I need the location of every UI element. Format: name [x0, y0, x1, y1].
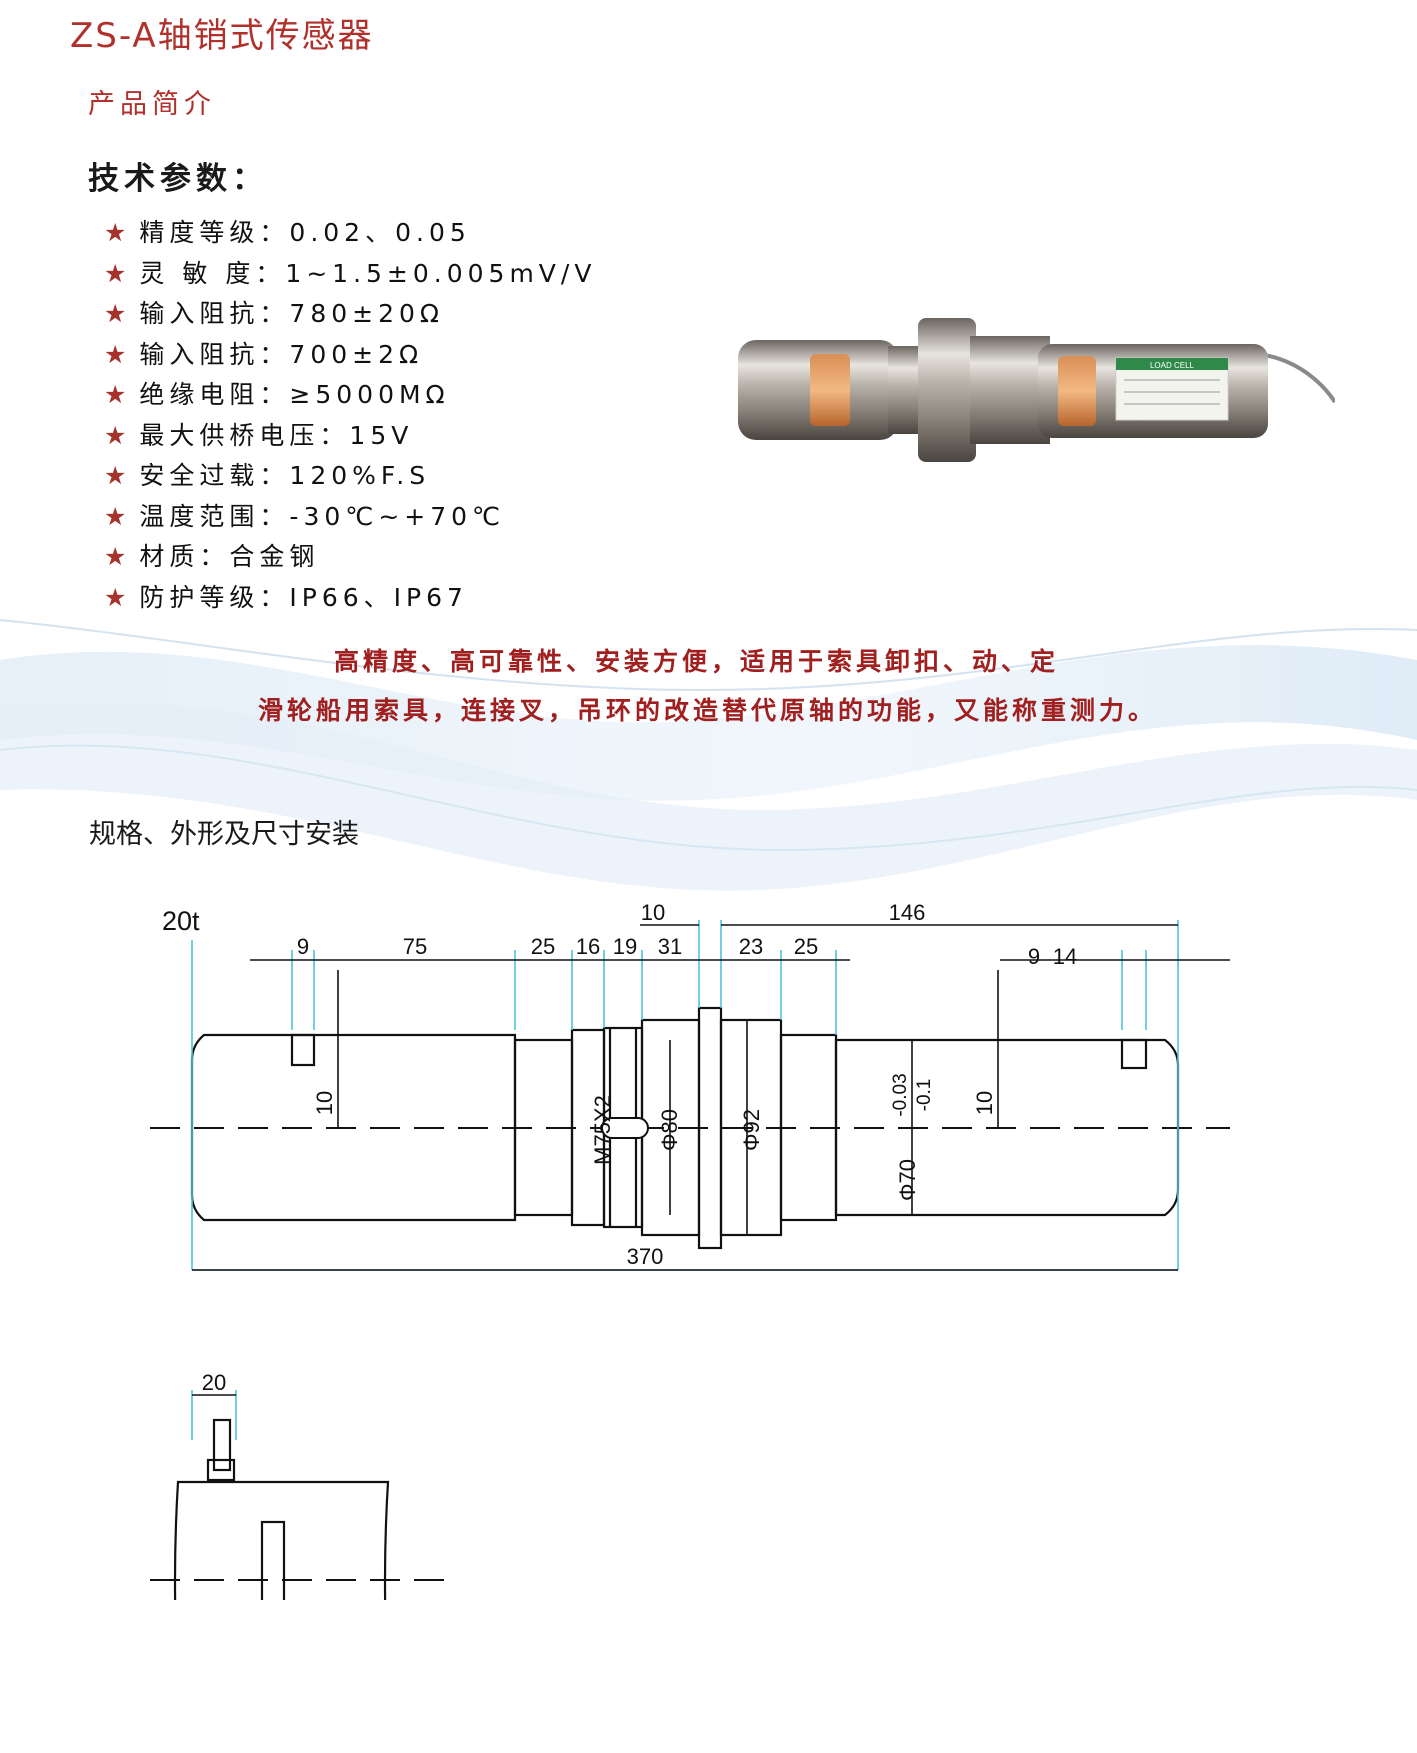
spec-text: 最大供桥电压：15V — [139, 421, 414, 450]
dim-label: 9 — [297, 934, 309, 959]
star-icon: ★ — [104, 380, 132, 409]
dim-thread: M75X2 — [590, 1095, 615, 1165]
spec-text: 温度范围：-30℃~+70℃ — [139, 502, 506, 531]
spec-text: 安全过载：120%F.S — [139, 461, 431, 490]
spec-text: 材质：合金钢 — [139, 542, 320, 571]
spec-text: 输入阻抗：700±2Ω — [139, 340, 424, 369]
star-icon: ★ — [104, 259, 132, 288]
spec-item: ★灵 敏 度：1~1.5±0.005mV/V — [104, 254, 596, 290]
spec-item: ★材质：合金钢 — [104, 537, 319, 573]
dim-cable-offset: 20 — [202, 1370, 226, 1395]
star-icon: ★ — [104, 218, 132, 247]
dim-diameter-80: Φ80 — [657, 1109, 682, 1151]
dimension-drawing: 9 75 25 16 19 31 23 25 9 14 10 146 370 2… — [150, 900, 1230, 1600]
wave-background — [0, 619, 1417, 891]
star-icon: ★ — [104, 583, 132, 612]
dim-label: 9 — [1028, 944, 1040, 969]
spec-item: ★输入阻抗：780±20Ω — [104, 294, 444, 330]
dim-label: 10 — [972, 1091, 997, 1115]
spec-item: ★绝缘电阻：≥5000MΩ — [104, 375, 450, 411]
slogan-line-2: 滑轮船用索具，连接叉，吊环的改造替代原轴的功能，又能称重测力。 — [258, 696, 1158, 725]
dim-tolerance-lower: -0.1 — [914, 1079, 935, 1112]
star-icon: ★ — [104, 340, 132, 369]
spec-text: 绝缘电阻：≥5000MΩ — [139, 380, 450, 409]
dim-label: 10 — [312, 1091, 337, 1115]
page-title: ZS-A轴销式传感器 — [70, 16, 374, 56]
dim-label: 19 — [613, 934, 637, 959]
spec-item: ★安全过载：120%F.S — [104, 456, 430, 492]
slogan-line-1: 高精度、高可靠性、安装方便，适用于索具卸扣、动、定 — [334, 647, 1060, 676]
spec-item: ★最大供桥电压：15V — [104, 416, 413, 452]
dim-label: 23 — [739, 934, 763, 959]
dim-total-length: 370 — [627, 1244, 664, 1269]
dim-diameter-70: Φ70 — [895, 1159, 920, 1201]
dim-label: 14 — [1053, 944, 1077, 969]
star-icon: ★ — [104, 542, 132, 571]
dim-label: 31 — [658, 934, 682, 959]
dim-label: 25 — [531, 934, 555, 959]
photo-label: LOAD CELL — [1150, 361, 1195, 370]
section-label-intro: 产品简介 — [88, 89, 216, 120]
star-icon: ★ — [104, 461, 132, 490]
product-photo: LOAD CELL — [738, 318, 1335, 462]
dim-label: 75 — [403, 934, 427, 959]
spec-text: 输入阻抗：780±20Ω — [139, 299, 445, 328]
spec-item: ★温度范围：-30℃~+70℃ — [104, 497, 505, 533]
dim-tolerance-upper: -0.03 — [890, 1073, 911, 1116]
dim-label: 16 — [576, 934, 600, 959]
spec-item: ★防护等级：IP66、IP67 — [104, 578, 468, 614]
star-icon: ★ — [104, 299, 132, 328]
dimensions-heading: 规格、外形及尺寸安装 — [89, 819, 359, 850]
star-icon: ★ — [104, 421, 132, 450]
spec-text: 防护等级：IP66、IP67 — [139, 583, 468, 612]
spec-item: ★输入阻抗：700±2Ω — [104, 335, 423, 371]
spec-item: ★精度等级：0.02、0.05 — [104, 213, 471, 249]
star-icon: ★ — [104, 502, 132, 531]
spec-text: 灵 敏 度：1~1.5±0.005mV/V — [139, 259, 597, 288]
dim-diameter-92: Φ92 — [739, 1109, 764, 1151]
model-label: 20t — [162, 906, 200, 936]
spec-heading: 技术参数： — [88, 161, 268, 197]
dim-label: 10 — [641, 900, 665, 925]
dim-label: 25 — [794, 934, 818, 959]
spec-text: 精度等级：0.02、0.05 — [139, 218, 471, 247]
dim-label: 146 — [889, 900, 926, 925]
